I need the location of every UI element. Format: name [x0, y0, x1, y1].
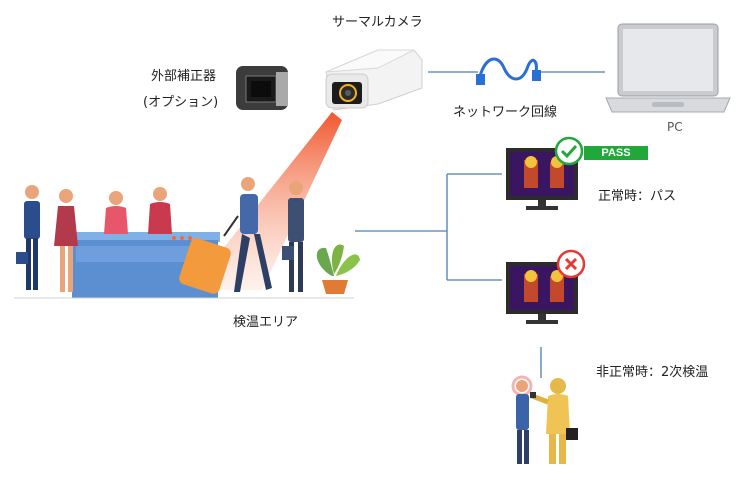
abnormal-case-label: 非正常時：2次検温 — [596, 365, 709, 380]
blackbody-calibrator-icon — [236, 66, 288, 110]
thermal-camera-label: サーマルカメラ — [332, 15, 423, 30]
pc-label: PC — [667, 120, 683, 134]
calibrator-label-line1: 外部補正器 — [151, 69, 217, 84]
pass-badge: PASS — [584, 146, 648, 160]
check-icon — [554, 136, 584, 166]
network-label: ネットワーク回線 — [453, 105, 558, 120]
reception-scene-illustration — [14, 177, 360, 299]
thermal-camera-icon — [325, 49, 423, 111]
inspection-area-label: 検温エリア — [233, 315, 299, 330]
normal-case-label: 正常時：パス — [598, 189, 677, 204]
thermal-beam — [190, 112, 342, 290]
cross-icon — [556, 249, 586, 279]
network-cable-icon — [476, 57, 541, 85]
secondary-screening-illustration — [511, 375, 578, 464]
calibrator-label-line2: (オプション) — [143, 95, 219, 110]
laptop-icon — [605, 23, 731, 113]
